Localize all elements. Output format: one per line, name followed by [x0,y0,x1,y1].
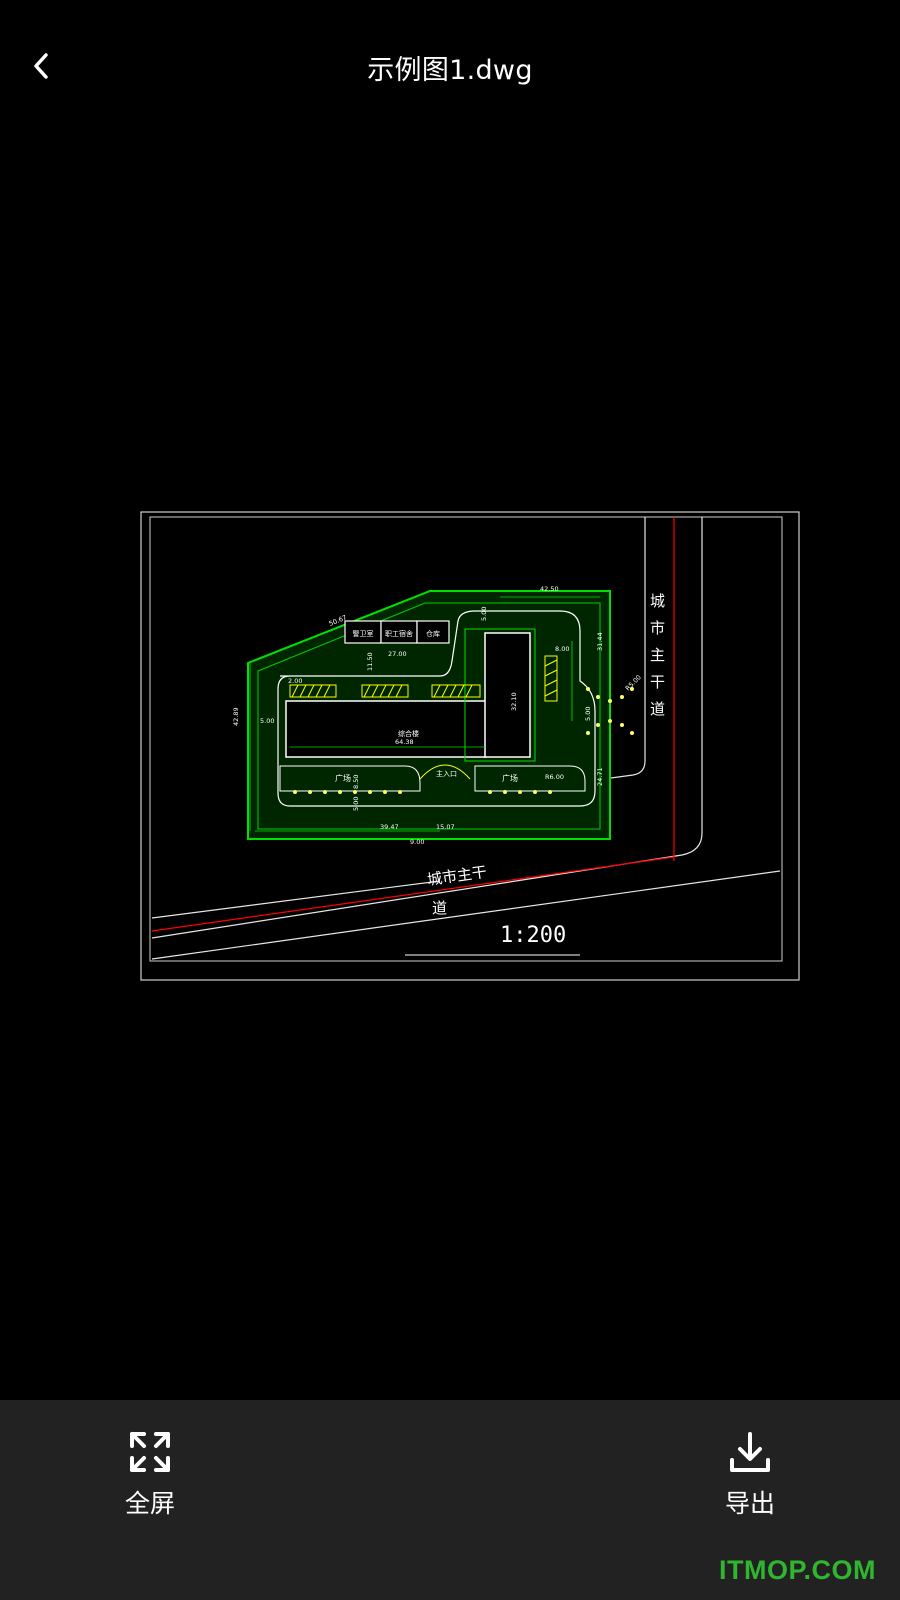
back-button[interactable] [22,46,62,86]
fullscreen-button[interactable]: 全屏 [90,1430,210,1520]
dimension-label: 15.07 [436,823,455,831]
main-building [285,700,487,758]
dimension-label: 64.38 [395,738,414,746]
watermark: ITMOP.COM [718,1555,876,1585]
plaza-label: 广场 [502,773,518,783]
tower-building [484,632,531,758]
dimension-label: 5.00 [584,707,592,721]
chevron-left-icon [34,53,48,79]
dimension-label: 5.00 [260,717,274,725]
svg-text:道: 道 [650,700,665,718]
dimension-label: 32.10 [510,692,518,711]
export-label: 导出 [724,1489,775,1518]
dimension-label: 11.50 [366,652,374,671]
entrance-label: 主入口 [436,769,457,778]
dimension-label: 8.00 [555,645,569,653]
dimension-label: 24.71 [596,767,604,786]
road-label-horizontal-tail: 道 [432,899,447,917]
dimension-label: 39.47 [380,823,399,831]
download-icon [730,1432,770,1472]
road-outlines [151,517,781,960]
bottom-toolbar: 全屏 导出 ITMOP.COM [0,1400,900,1600]
room-label: 仓库 [426,629,440,638]
svg-text:干: 干 [650,673,665,691]
export-button[interactable]: 导出 [690,1430,810,1520]
dimension-label: 42.89 [232,707,240,726]
dimension-label: 27.00 [388,650,407,658]
plaza-label: 广场 [335,773,351,783]
cad-drawing-viewer[interactable]: 警卫室 职工宿舍 仓库 广场 广场 主入口 [140,511,800,981]
room-label: 警卫室 [353,629,374,638]
dimension-label: 9.00 [410,838,424,846]
expand-icon [130,1432,170,1472]
cad-drawing: 警卫室 职工宿舍 仓库 广场 广场 主入口 [140,511,800,981]
road-label-vertical: 城 市 主 干 道 [650,592,665,718]
dimension-label: 31.44 [596,632,604,651]
dimension-label: 2.00 [288,677,302,685]
fullscreen-label: 全屏 [124,1489,175,1518]
building-label: 综合楼 [398,729,419,738]
dimension-label: 5.00 [480,607,488,621]
dimension-label: 8.50 [352,775,360,789]
dimension-label: R6.00 [545,773,564,781]
dimension-label: 42.50 [540,585,559,593]
road-centerlines [151,517,675,932]
app-header: 示例图1.dwg [0,0,900,136]
room-label: 职工宿舍 [385,629,413,638]
tree-dots [293,687,634,794]
svg-text:主: 主 [650,646,665,664]
inner-road [277,610,596,807]
svg-text:城: 城 [650,592,665,610]
dimension-label: 5.00 [352,797,360,811]
scale-label: 1:200 [500,923,566,948]
file-title: 示例图1.dwg [367,55,533,86]
svg-text:市: 市 [650,619,665,637]
